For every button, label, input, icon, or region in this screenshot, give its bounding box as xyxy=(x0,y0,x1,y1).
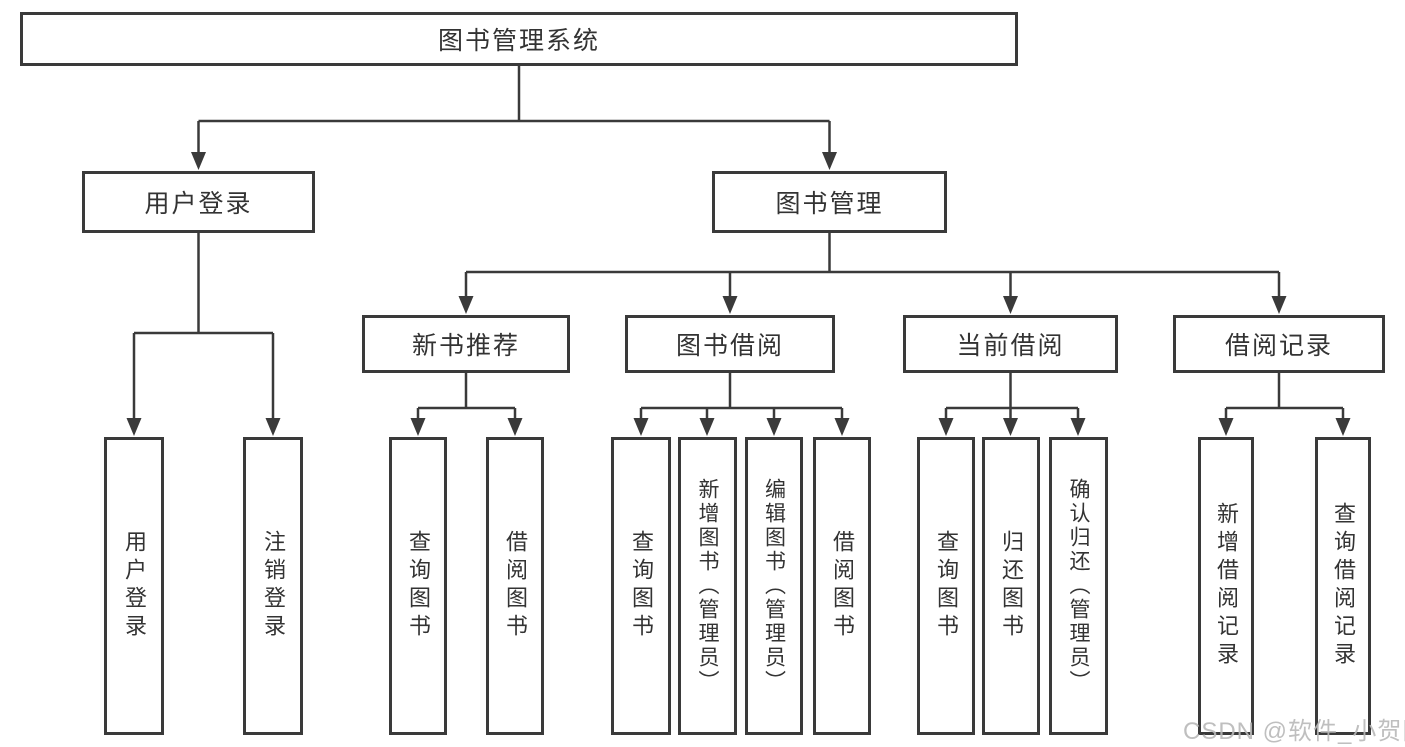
node-book-management-label: 图书管理 xyxy=(775,190,884,218)
arrowhead xyxy=(191,152,206,170)
arrowhead xyxy=(1003,418,1018,436)
arrowhead xyxy=(722,296,738,314)
leaf-recommend-borrow-books-label: 借阅图书 xyxy=(503,530,528,642)
leaf-borrowing-borrow-books: 借阅图书 xyxy=(813,437,871,735)
leaf-records-add-record: 新增借阅记录 xyxy=(1198,437,1254,735)
leaf-current-return-books: 归还图书 xyxy=(982,437,1040,735)
node-borrowing-records: 借阅记录 xyxy=(1173,315,1385,373)
arrowhead xyxy=(633,418,649,436)
arrowhead xyxy=(1218,418,1234,436)
leaf-user-login-label: 用户登录 xyxy=(122,530,147,642)
arrowhead xyxy=(822,152,837,170)
node-current-borrowing: 当前借阅 xyxy=(903,315,1118,373)
arrowhead xyxy=(507,418,523,436)
leaf-recommend-borrow-books: 借阅图书 xyxy=(486,437,544,735)
leaf-current-query-books-label: 查询图书 xyxy=(934,530,959,642)
arrowhead xyxy=(834,418,850,436)
leaf-recommend-query-books-label: 查询图书 xyxy=(406,530,431,642)
node-user-login: 用户登录 xyxy=(82,171,315,233)
node-new-book-recommend-label: 新书推荐 xyxy=(411,332,520,360)
leaf-logout: 注销登录 xyxy=(243,437,303,735)
leaf-current-return-books-label: 归还图书 xyxy=(999,530,1024,642)
arrowhead xyxy=(766,418,782,436)
arrowhead xyxy=(1335,418,1351,436)
leaf-records-add-record-label: 新增借阅记录 xyxy=(1214,502,1239,670)
node-system-root-label: 图书管理系统 xyxy=(437,27,600,55)
node-borrowing-records-label: 借阅记录 xyxy=(1224,332,1333,360)
leaf-records-query-record-label: 查询借阅记录 xyxy=(1331,502,1356,670)
node-current-borrowing-label: 当前借阅 xyxy=(956,332,1065,360)
leaf-borrowing-query-books: 查询图书 xyxy=(611,437,671,735)
arrowhead xyxy=(410,418,426,436)
node-book-management: 图书管理 xyxy=(712,171,947,233)
arrowhead xyxy=(1003,296,1018,314)
leaf-logout-label: 注销登录 xyxy=(261,530,286,642)
node-user-login-label: 用户登录 xyxy=(144,190,253,218)
node-book-borrowing-label: 图书借阅 xyxy=(675,332,784,360)
leaf-borrowing-add-books-admin: 新增图书（管理员） xyxy=(678,437,737,735)
leaf-current-query-books: 查询图书 xyxy=(917,437,975,735)
leaf-user-login: 用户登录 xyxy=(104,437,164,735)
arrowhead xyxy=(1070,418,1086,436)
arrowhead xyxy=(699,418,715,436)
leaf-borrowing-query-books-label: 查询图书 xyxy=(629,530,654,642)
node-new-book-recommend: 新书推荐 xyxy=(362,315,570,373)
arrowhead xyxy=(938,418,954,436)
leaf-borrowing-edit-books-admin: 编辑图书（管理员） xyxy=(745,437,803,735)
arrowhead xyxy=(265,418,281,436)
arrowhead xyxy=(458,296,474,314)
leaf-borrowing-add-books-admin-label: 新增图书（管理员） xyxy=(696,478,719,694)
node-system-root: 图书管理系统 xyxy=(20,12,1018,66)
csdn-watermark: CSDN @软件_小贺同学 xyxy=(1183,718,1405,745)
leaf-current-confirm-return-admin-label: 确认归还（管理员） xyxy=(1067,478,1090,694)
leaf-borrowing-borrow-books-label: 借阅图书 xyxy=(830,530,855,642)
leaf-borrowing-edit-books-admin-label: 编辑图书（管理员） xyxy=(762,478,786,694)
arrowhead xyxy=(1271,296,1287,314)
leaf-recommend-query-books: 查询图书 xyxy=(389,437,447,735)
node-book-borrowing: 图书借阅 xyxy=(625,315,835,373)
leaf-records-query-record: 查询借阅记录 xyxy=(1315,437,1371,735)
leaf-current-confirm-return-admin: 确认归还（管理员） xyxy=(1049,437,1108,735)
arrowhead xyxy=(126,418,142,436)
